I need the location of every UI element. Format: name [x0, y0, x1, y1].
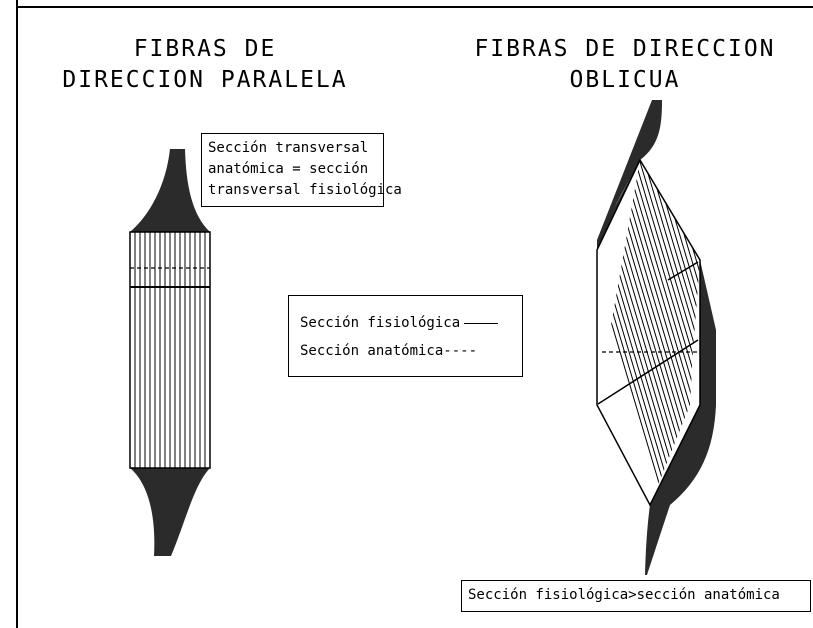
oblique-fiber-line [718, 150, 813, 520]
oblique-fiber-line [745, 150, 813, 520]
oblique-fiber-line [803, 150, 813, 520]
oblique-fiber-line [627, 160, 700, 505]
title-parallel-line1: FIBRAS DE [133, 36, 277, 62]
solid-line-symbol [464, 322, 499, 324]
oblique-fiber-line [763, 150, 813, 520]
section-legend: Sección fisiológica Sección anatómica---… [288, 295, 523, 377]
oblique-fiber-line [597, 160, 675, 505]
title-oblique-line1: FIBRAS DE DIRECCION [474, 36, 776, 62]
oblique-fiber-line [785, 150, 813, 520]
comparison-note-text: Sección fisiológica>sección anatómica [468, 587, 780, 603]
parallel-bottom-tendon [130, 468, 210, 556]
legend-physiological: Sección fisiológica [300, 309, 522, 337]
oblique-fiber-line [622, 160, 700, 505]
oblique-fiber-line [772, 150, 813, 520]
oblique-fiber-line [754, 150, 813, 520]
oblique-fiber-line [758, 150, 813, 520]
oblique-fiber-line [740, 150, 813, 520]
cross-section-note: Sección transversal anatómica = sección … [201, 133, 402, 207]
oblique-fiber-line [781, 150, 813, 520]
cross-section-note-line2: anatómica = sección [208, 161, 369, 177]
oblique-fiber-line [649, 160, 700, 505]
oblique-fiber-line [767, 150, 813, 520]
oblique-fiber-line [727, 150, 813, 520]
oblique-physiological-section [597, 339, 699, 405]
frame-top-border [16, 6, 813, 8]
oblique-fiber-line [794, 150, 813, 520]
oblique-right-tendon [645, 405, 716, 575]
oblique-fiber-line [736, 150, 813, 520]
title-oblique-line2: OBLICUA [569, 67, 681, 93]
parallel-fibers [134, 232, 206, 468]
oblique-fiber-line [808, 150, 813, 520]
legend-physiological-label: Sección fisiológica [300, 315, 461, 331]
oblique-left-tendon [597, 100, 662, 240]
oblique-fiber-line [636, 160, 700, 505]
oblique-fiber-line [618, 160, 700, 505]
oblique-fiber-line [631, 160, 700, 505]
parallel-top-tendon [130, 149, 210, 232]
cross-section-note-line3: transversal fisiológica [208, 182, 402, 198]
title-parallel-line2: DIRECCION PARALELA [62, 67, 348, 93]
comparison-note: Sección fisiológica>sección anatómica [461, 580, 811, 612]
oblique-fiber-line [799, 150, 813, 520]
oblique-fiber-line [597, 160, 671, 505]
legend-anatomical: Sección anatómica---- [300, 337, 522, 365]
title-parallel-fibers: FIBRAS DE DIRECCION PARALELA [40, 34, 370, 96]
oblique-fiber-line [722, 150, 813, 520]
oblique-fiber-line [597, 160, 680, 505]
oblique-physiological-section-short [667, 261, 699, 281]
oblique-fiber-line [790, 150, 813, 520]
cross-section-note-line1: Sección transversal [208, 140, 369, 156]
frame-left-border [16, 0, 18, 628]
oblique-fiber-line [731, 150, 813, 520]
oblique-fiber-line [709, 150, 813, 520]
legend-anatomical-label: Sección anatómica [300, 343, 444, 359]
oblique-fiber-line [749, 150, 813, 520]
oblique-left-aponeurosis [597, 160, 640, 405]
oblique-fiber-line [704, 150, 813, 520]
title-oblique-fibers: FIBRAS DE DIRECCION OBLICUA [440, 34, 810, 96]
oblique-fiber-line [713, 150, 813, 520]
oblique-fiber-line [613, 160, 700, 505]
oblique-fiber-line [597, 160, 684, 505]
oblique-right-aponeurosis [700, 260, 716, 405]
oblique-fiber-line [776, 150, 813, 520]
dashed-line-symbol: ---- [443, 343, 478, 359]
oblique-fiber-line [645, 160, 700, 505]
